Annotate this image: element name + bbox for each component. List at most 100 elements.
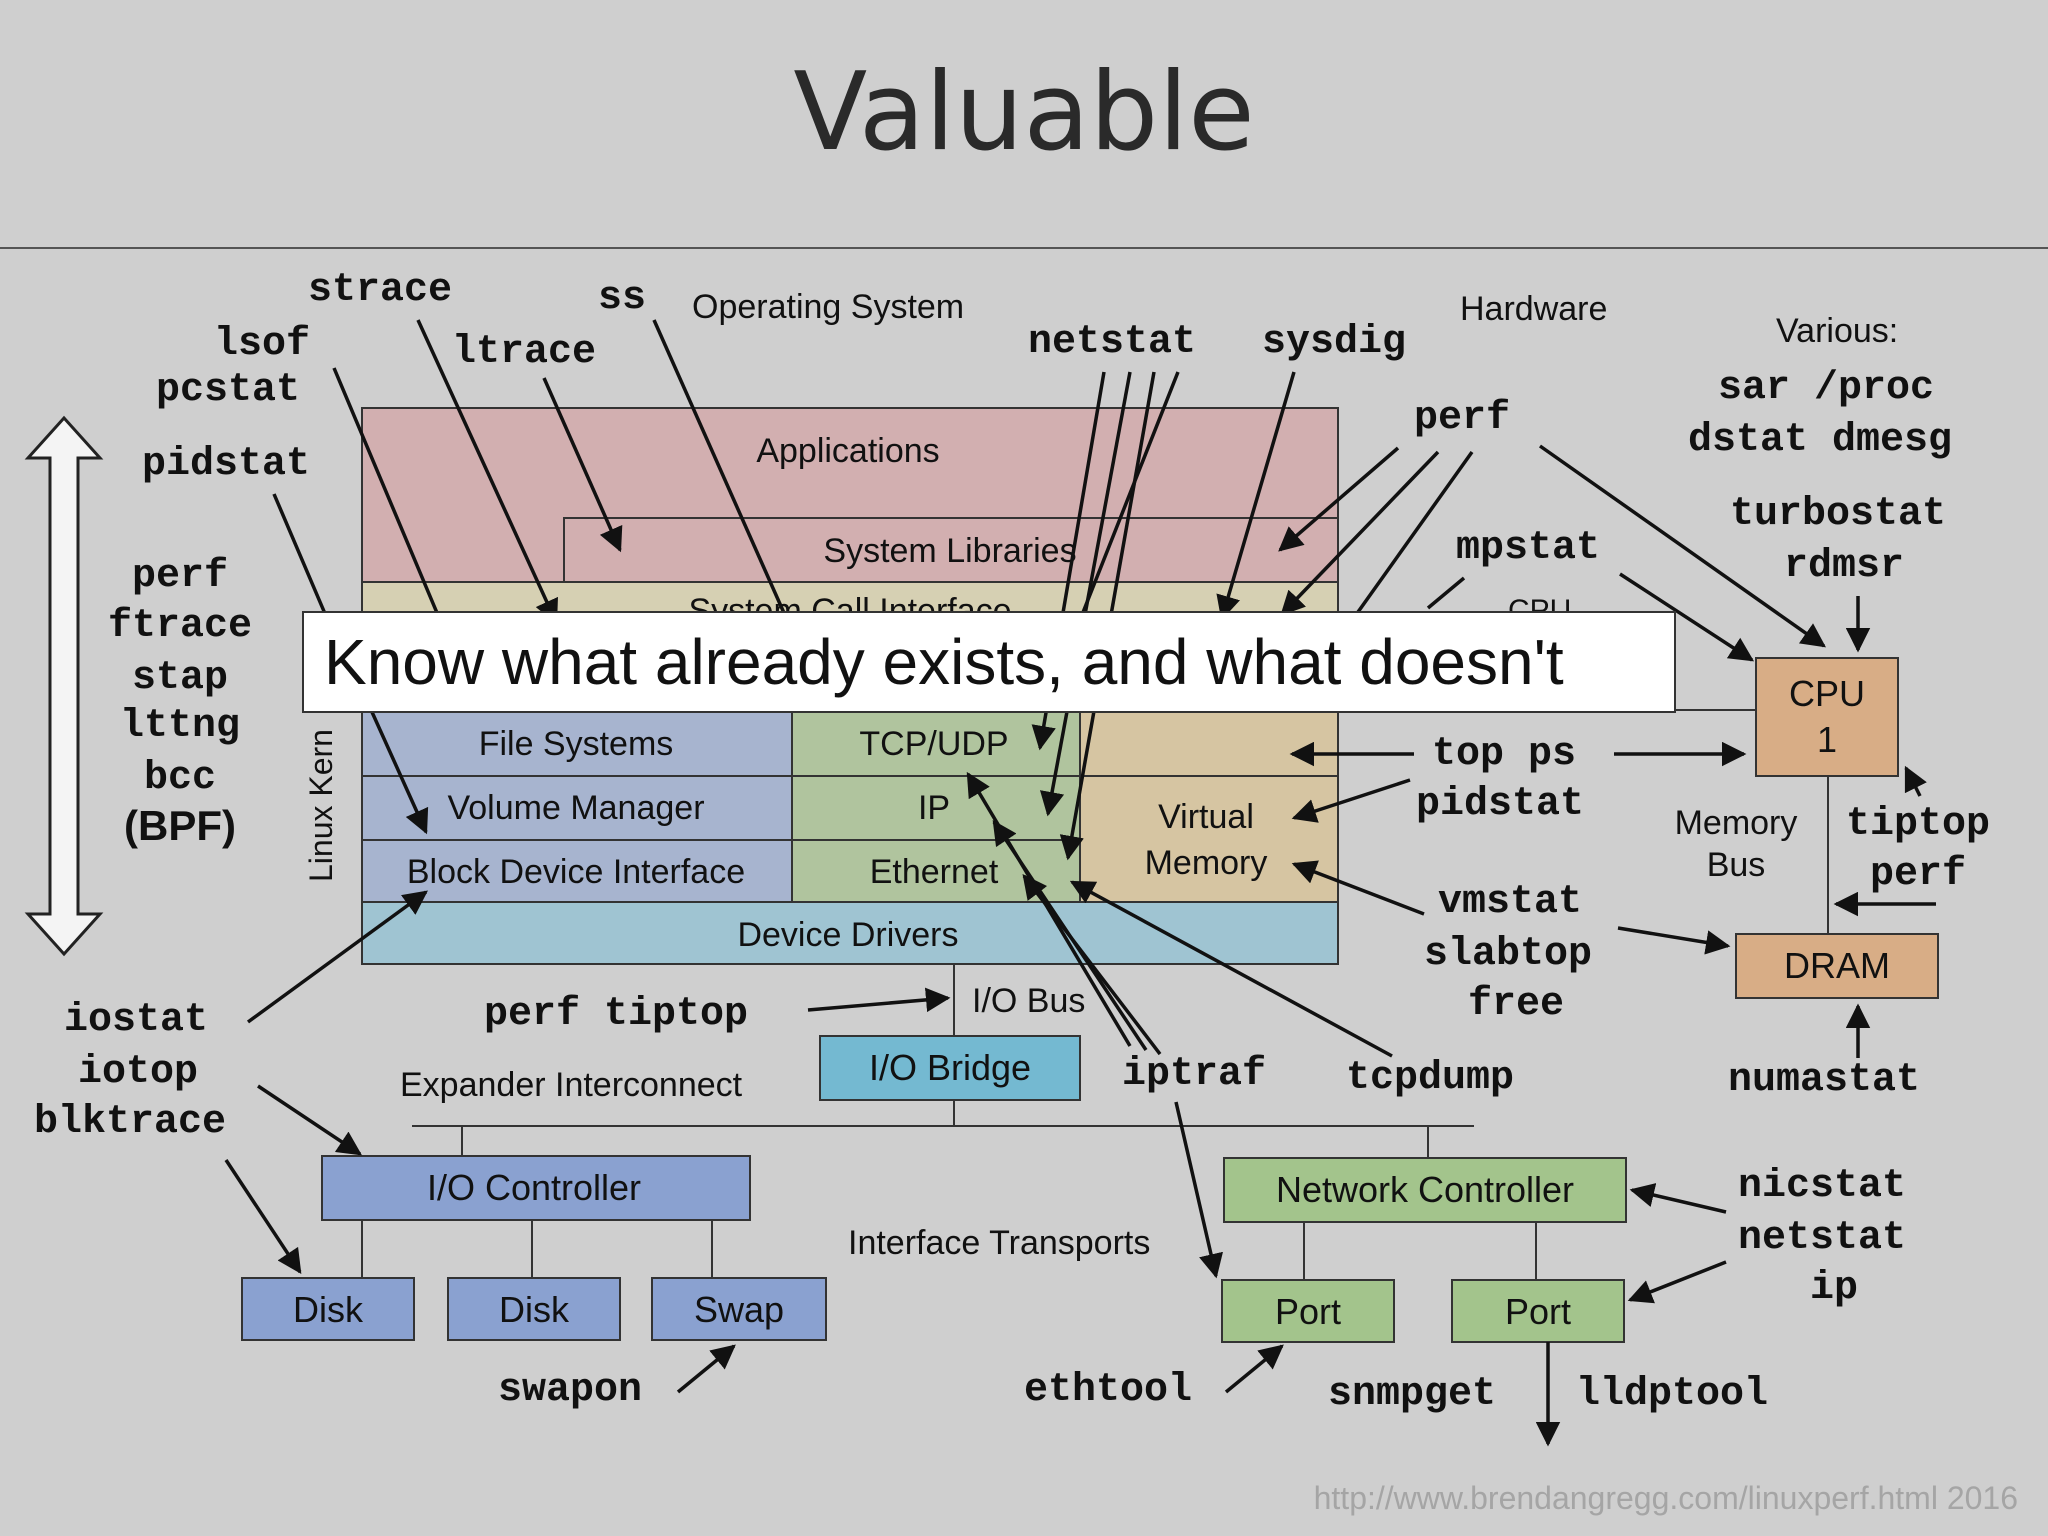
tool-slabtop: slabtop: [1424, 932, 1592, 977]
tool-numastat: numastat: [1728, 1058, 1920, 1103]
arrow-mpstat-cpu: [1619, 572, 1755, 662]
arrow-perf-tiptop-iobus: [807, 987, 951, 1013]
tool-perf-tiptop: perf tiptop: [484, 992, 748, 1037]
tool-iostat: iostat: [64, 998, 208, 1043]
io-bridge-label: I/O Bridge: [869, 1047, 1031, 1088]
virtual-memory-label-2: Memory: [1145, 844, 1268, 882]
port1-label: Port: [1275, 1291, 1341, 1332]
tool-snmpget: snmpget: [1328, 1372, 1496, 1417]
dram-box: [1735, 933, 1939, 999]
disk2-label: Disk: [499, 1289, 570, 1330]
port2-label: Port: [1505, 1291, 1571, 1332]
tool-bpf: (BPF): [124, 802, 236, 849]
disk1-label: Disk: [293, 1289, 364, 1330]
arrow-netstat-port: [1627, 1260, 1727, 1304]
arrow-tiptop-cpu: [1904, 765, 1927, 797]
swap-label: Swap: [694, 1289, 784, 1330]
tool-ftrace: ftrace: [108, 604, 252, 649]
arrow-perf-libs: [1278, 446, 1400, 552]
tcp-udp-label: TCP/UDP: [859, 725, 1008, 763]
network-controller-box: [1223, 1157, 1627, 1223]
disk1-box: [241, 1277, 415, 1341]
system-libraries-box: [563, 517, 1339, 583]
arrow-iostat-bdi: [246, 890, 428, 1024]
tool-dstat-dmesg: dstat dmesg: [1688, 418, 1952, 463]
arrow-perf-cpu: [1538, 444, 1827, 648]
arrow-iotop-controller: [257, 1084, 363, 1156]
arrow-ss: [652, 319, 790, 623]
tool-ip: ip: [1810, 1266, 1858, 1311]
tool-perf-right: perf: [1870, 852, 1966, 897]
virtual-memory-box: [1079, 775, 1339, 903]
cpu-box: [1755, 657, 1899, 777]
tool-sysdig: sysdig: [1262, 320, 1406, 365]
title-divider: [0, 247, 2048, 249]
tool-iotop: iotop: [78, 1050, 198, 1095]
arrow-sysdig: [1216, 371, 1296, 621]
tool-blktrace: blktrace: [34, 1100, 226, 1145]
full-stack-double-arrow: [24, 415, 104, 957]
arrow-blktrace-disk: [224, 1159, 302, 1275]
expander-interconnect-label: Expander Interconnect: [400, 1066, 743, 1104]
file-systems-label: File Systems: [479, 725, 674, 763]
arrow-ethtool-port: [1224, 1344, 1284, 1394]
arrow-strace: [416, 319, 558, 625]
port1-box: [1221, 1279, 1395, 1343]
tool-pcstat: pcstat: [156, 368, 300, 413]
slide-title: Valuable: [793, 50, 1255, 175]
io-bridge-box: [819, 1035, 1081, 1101]
arrow-pidstat-vm: [1291, 778, 1411, 823]
arrow-mpstat-kernel: [1426, 576, 1466, 610]
tool-vmstat: vmstat: [1438, 880, 1582, 925]
dram-label: DRAM: [1784, 945, 1890, 986]
tool-bcc: bcc: [144, 756, 216, 801]
file-systems-box: [361, 711, 793, 777]
arrow-perf-cpu-area: [1356, 450, 1474, 614]
ethernet-label: Ethernet: [870, 853, 999, 891]
memory-bus-label-2: Bus: [1707, 846, 1766, 884]
tool-tcpdump: tcpdump: [1346, 1056, 1514, 1101]
io-controller-box: [321, 1155, 751, 1221]
memory-bus-label-1: Memory: [1675, 804, 1798, 842]
various-label: Various:: [1776, 312, 1898, 350]
tool-nicstat: nicstat: [1738, 1164, 1906, 1209]
tool-mpstat: mpstat: [1456, 526, 1600, 571]
arrow-lsof: [332, 367, 442, 621]
arrow-swapon-swap: [676, 1344, 736, 1394]
tool-ss: ss: [598, 276, 646, 321]
tool-swapon: swapon: [498, 1368, 642, 1413]
tool-iptraf: iptraf: [1122, 1052, 1266, 1097]
tool-pidstat-right: pidstat: [1416, 782, 1584, 827]
cpu-number-label: 1: [1817, 719, 1837, 760]
arrow-ltrace: [542, 377, 623, 553]
callout-banner: Know what already exists, and what doesn…: [302, 611, 1676, 713]
arrow-iptraf-eth: [1022, 874, 1162, 1056]
block-device-interface-label: Block Device Interface: [407, 853, 745, 891]
device-drivers-label: Device Drivers: [737, 916, 958, 954]
io-controller-label: I/O Controller: [427, 1167, 641, 1208]
tool-pidstat-left: pidstat: [142, 442, 310, 487]
tool-free: free: [1468, 982, 1564, 1027]
tool-lttng: lttng: [120, 704, 240, 749]
tool-tiptop: tiptop: [1846, 802, 1990, 847]
arrow-netstat-4: [1078, 371, 1180, 621]
volume-manager-box: [361, 775, 793, 841]
arrow-tcpdump-eth: [1069, 880, 1393, 1058]
arrow-pidstat-left: [272, 493, 328, 617]
cpu-label: CPU: [1789, 673, 1865, 714]
tool-top-ps: top ps: [1432, 732, 1576, 777]
volume-manager-label: Volume Manager: [447, 789, 704, 827]
tool-stap: stap: [132, 656, 228, 701]
applications-label: Applications: [756, 432, 939, 470]
hardware-label: Hardware: [1460, 290, 1607, 328]
ip-label: IP: [918, 789, 950, 827]
source-footer: http://www.brendangregg.com/linuxperf.ht…: [1313, 1480, 2018, 1516]
tool-netstat-top: netstat: [1028, 320, 1196, 365]
arrow-volume-manager: [370, 711, 429, 835]
network-controller-label: Network Controller: [1276, 1169, 1574, 1210]
tool-lldptool: lldptool: [1576, 1372, 1768, 1417]
operating-system-label: Operating System: [692, 288, 964, 326]
tool-perf-left: perf: [132, 554, 228, 599]
arrow-nicstat-netctrl: [1629, 1183, 1727, 1214]
